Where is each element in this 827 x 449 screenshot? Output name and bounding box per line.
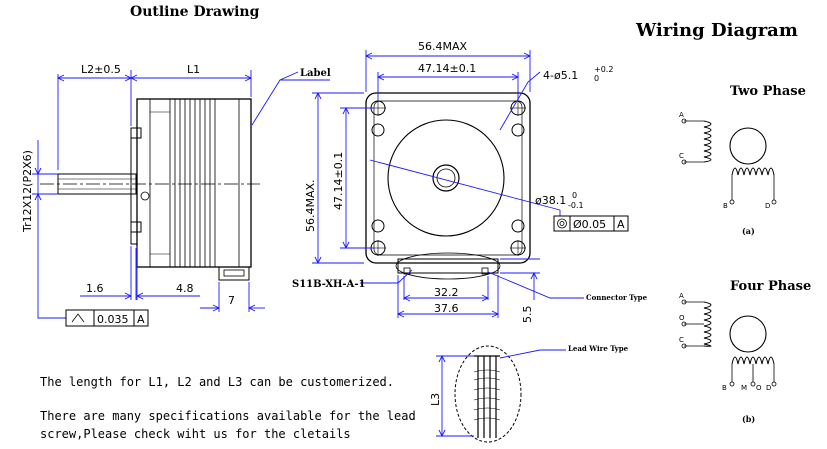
- label-tag: Label: [300, 68, 331, 79]
- lead-wire-detail: L3 Lead Wire Type: [429, 344, 629, 443]
- notes: The length for L1, L2 and L3 can be cust…: [40, 375, 416, 441]
- svg-text:C: C: [679, 152, 684, 160]
- svg-text:A: A: [617, 218, 625, 231]
- svg-text:A: A: [679, 292, 684, 300]
- dim-4-8: 4.8: [176, 282, 194, 295]
- connector-model: S11B-XH-A-1: [292, 279, 365, 290]
- dim-47-14-top: 47.14±0.1: [418, 62, 476, 75]
- dim-thread: Tr12X12(P2X6): [21, 150, 34, 233]
- svg-text:A: A: [137, 313, 145, 326]
- dim-1-6: 1.6: [86, 282, 104, 295]
- caption-b: (b): [742, 414, 755, 424]
- dim-holes: 4-ø5.1: [543, 69, 578, 82]
- svg-text:B: B: [723, 202, 728, 210]
- rotor-a: [729, 127, 767, 165]
- four-phase-schematic: A O C B M O D (b): [679, 292, 777, 424]
- note-line-3: screw,Please check wiht us for the cleta…: [40, 427, 351, 441]
- mounting-holes: [370, 100, 526, 256]
- stator-fins: [169, 99, 216, 267]
- dim-56-4max-top: 56.4MAX: [418, 40, 468, 53]
- wiring-title: Wiring Diagram: [635, 20, 798, 41]
- front-view: 56.4MAX 47.14±0.1 4-ø5.1 +0.2 0 56.4MAX.…: [292, 40, 648, 323]
- runout-tolerance-frame: 0.035 A: [65, 309, 149, 327]
- flange-outline: [365, 92, 531, 264]
- note-line-2: There are many specifications available …: [40, 409, 416, 423]
- dim-l2: L2±0.5: [81, 63, 121, 76]
- connector-type-label: Connector Type: [586, 293, 648, 302]
- dim-holes-tol-dn: 0: [594, 74, 599, 83]
- dim-l1: L1: [187, 63, 200, 76]
- two-phase-schematic: A C B D (a): [679, 111, 777, 236]
- outline-title: Outline Drawing: [130, 4, 260, 20]
- caption-a: (a): [742, 226, 755, 236]
- dim-l3: L3: [429, 393, 442, 406]
- four-phase-title: Four Phase: [730, 279, 811, 294]
- two-phase-title: Two Phase: [730, 84, 806, 99]
- runout-icon: [71, 313, 85, 323]
- dim-boss-tol-dn: -0.1: [568, 201, 584, 210]
- dim-boss: ø38.1: [535, 194, 566, 207]
- svg-text:O: O: [679, 314, 685, 322]
- svg-text:O: O: [756, 384, 762, 392]
- svg-text:C: C: [679, 336, 684, 344]
- svg-text:A: A: [679, 111, 684, 119]
- side-view: Outline Drawing: [21, 4, 331, 327]
- pilot-boss: [387, 119, 505, 237]
- svg-text:D: D: [766, 384, 771, 392]
- dim-56-4max-side: 56.4MAX.: [304, 179, 317, 232]
- svg-text:M: M: [741, 384, 747, 392]
- dim-holes-tol-up: +0.2: [594, 65, 613, 74]
- rear-connector: [218, 266, 250, 281]
- shaft-hole: [432, 164, 460, 192]
- wiring-diagram: Wiring Diagram Two Phase Four Phase A C …: [635, 20, 811, 424]
- dim-7: 7: [228, 294, 235, 307]
- concentricity-tolerance-frame: Ø0.05 A: [553, 215, 629, 232]
- svg-text:Ø0.05: Ø0.05: [573, 218, 606, 231]
- lead-wire-type-label: Lead Wire Type: [568, 344, 629, 353]
- svg-text:D: D: [765, 202, 770, 210]
- connector-body: [397, 258, 499, 274]
- dim-37-6: 37.6: [434, 302, 459, 315]
- dim-47-14-side: 47.14±0.1: [332, 152, 345, 210]
- svg-text:0.035: 0.035: [97, 313, 129, 326]
- dim-boss-tol-up: 0: [572, 191, 577, 200]
- dim-32-2: 32.2: [434, 286, 459, 299]
- rotor-b: [729, 315, 767, 353]
- dim-5-5: 5.5: [521, 306, 534, 324]
- svg-text:B: B: [722, 384, 727, 392]
- concentricity-icon: [557, 218, 567, 229]
- note-line-1: The length for L1, L2 and L3 can be cust…: [40, 375, 394, 389]
- motor-body: [136, 98, 252, 268]
